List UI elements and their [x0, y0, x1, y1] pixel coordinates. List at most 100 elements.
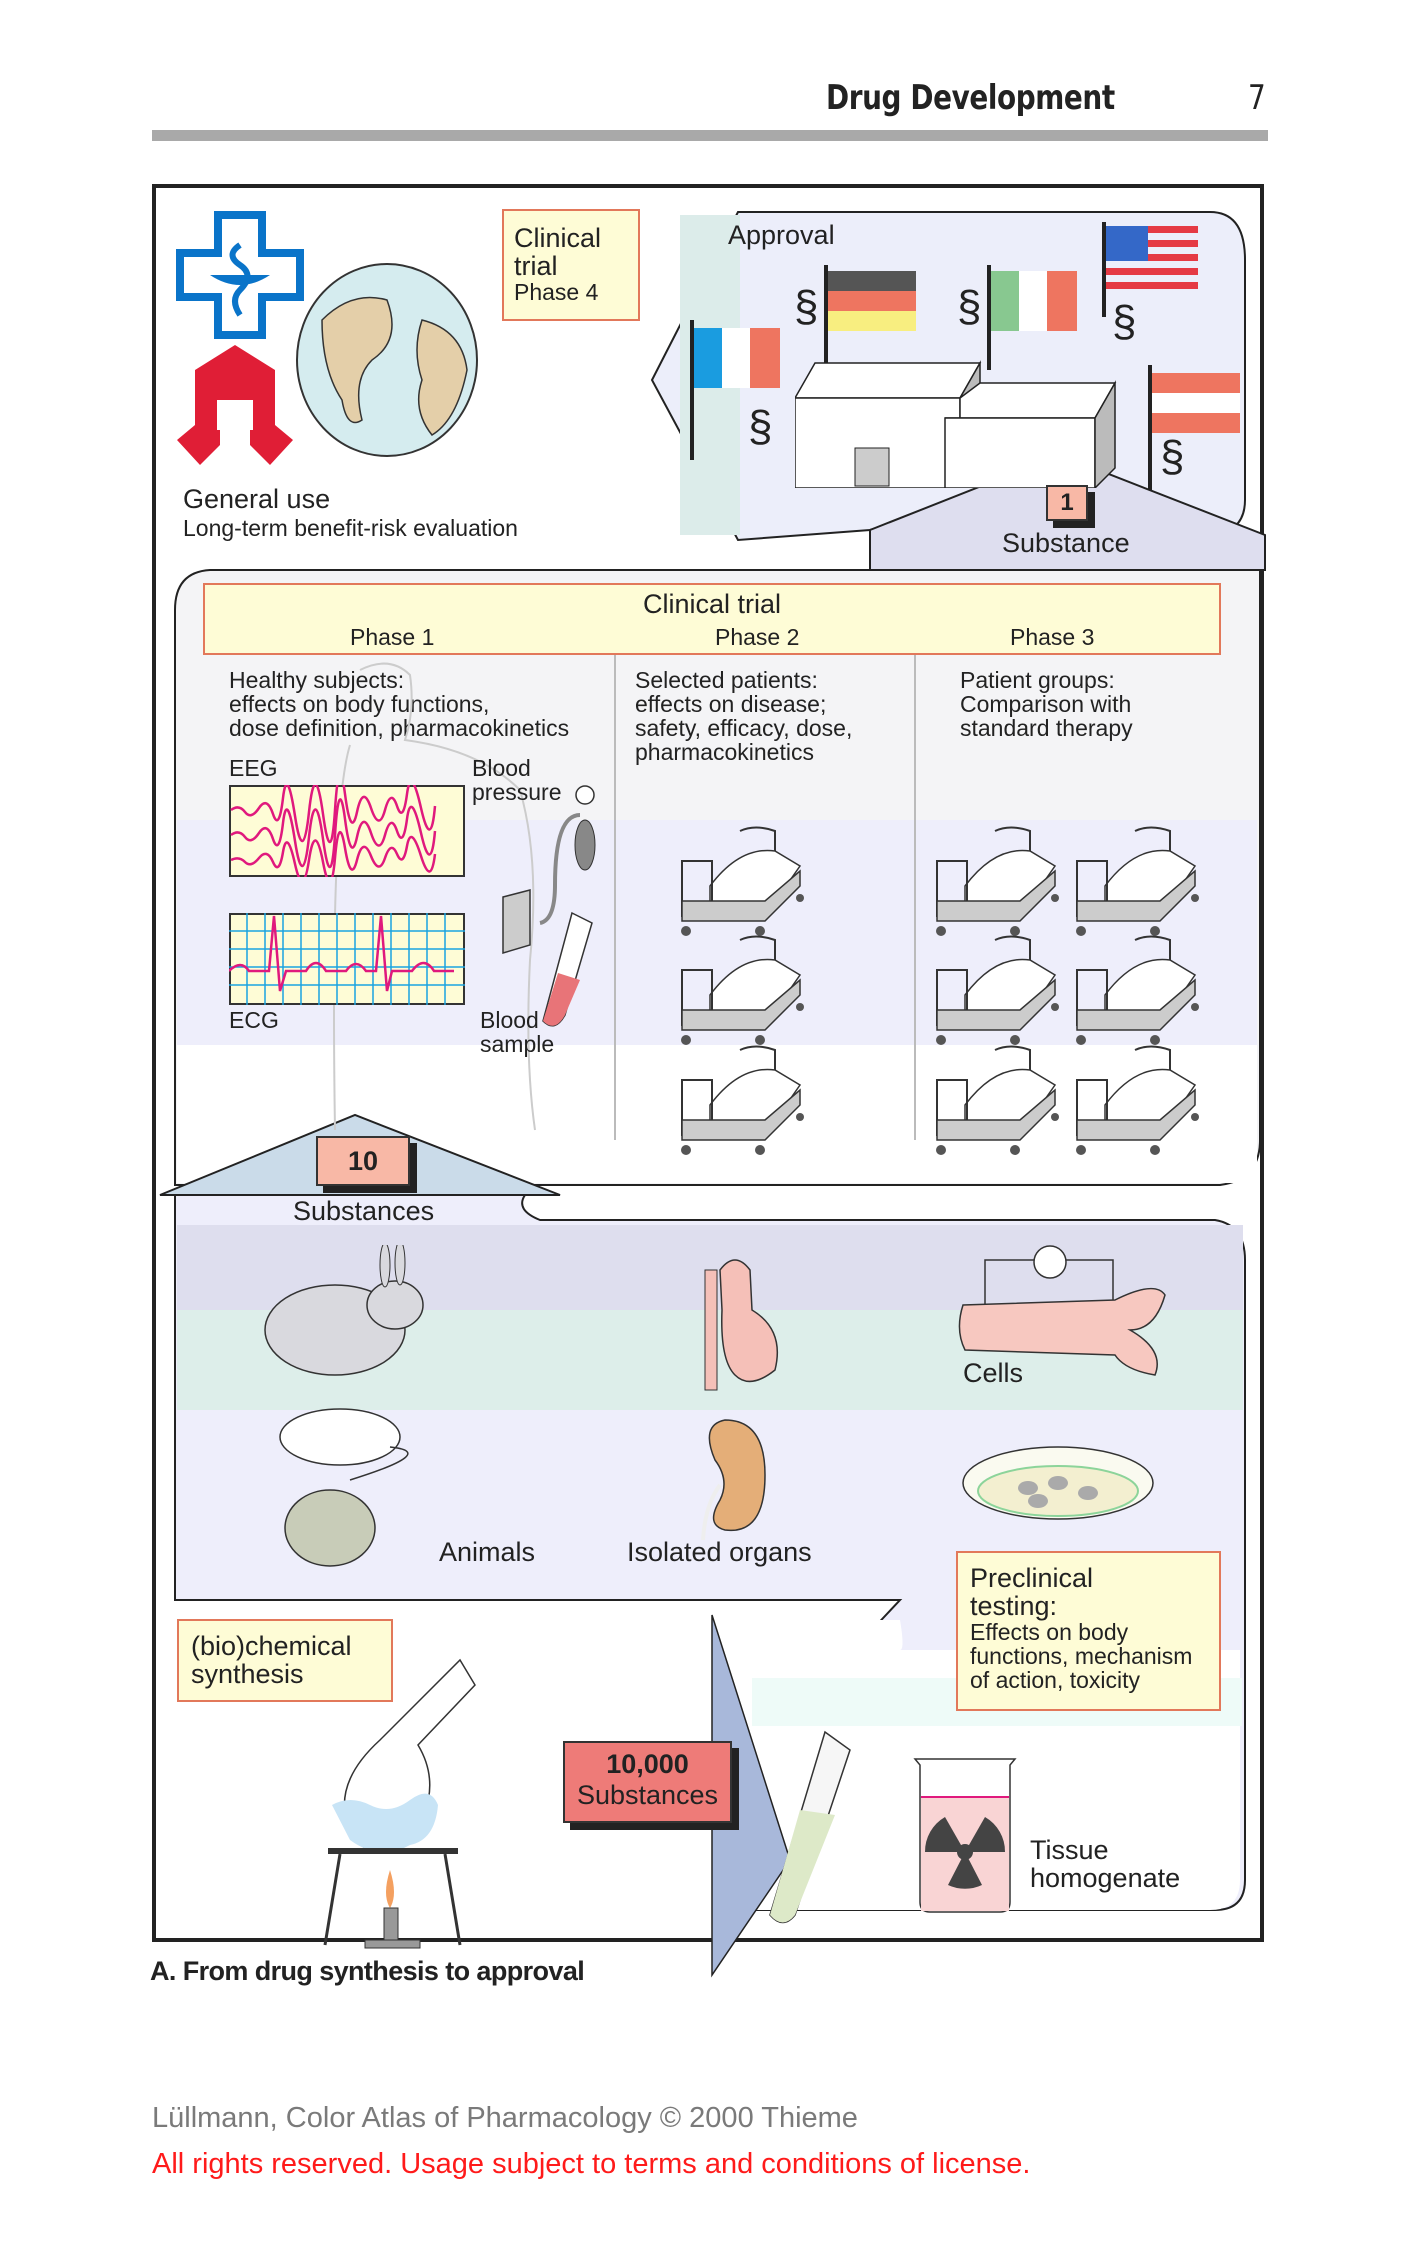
- phase3-text-line: Patient groups:: [960, 667, 1115, 693]
- section-symbol-germany: §: [794, 282, 819, 331]
- france-flag-icon: [690, 320, 780, 460]
- one-substance-count: 1: [1046, 485, 1088, 521]
- phase3-text-line: Comparison with: [960, 691, 1132, 718]
- hospital-bed-icon: [935, 1045, 1065, 1165]
- ten-thousand-label: Substances: [576, 1780, 719, 1810]
- isolated-heart-icon: [704, 1259, 779, 1391]
- regulatory-building-icon: [795, 360, 1117, 488]
- preclinical-note-line: of action, toxicity: [970, 1667, 1141, 1694]
- page-title: Drug Development: [826, 78, 1115, 118]
- hospital-bed-icon: [680, 1045, 810, 1165]
- ecg-label: ECG: [229, 1007, 279, 1033]
- hospital-bed-icon: [680, 826, 810, 946]
- phase1-text-line: Healthy subjects:: [229, 667, 405, 693]
- copyright-footer: Lüllmann, Color Atlas of Pharmacology © …: [152, 2102, 858, 2134]
- clinical-trial-header: Clinical trial Phase 1 Phase 2 Phase 3: [203, 583, 1221, 655]
- phase2-text-line: pharmacokinetics: [635, 739, 814, 766]
- italy-flag-icon: [987, 265, 1077, 370]
- ten-substances-count: 10: [316, 1136, 410, 1186]
- synthesis-note-line: synthesis: [191, 1658, 304, 1689]
- blood-pressure-line: Blood: [472, 755, 531, 781]
- license-footer: All rights reserved. Usage subject to te…: [152, 2148, 1031, 2180]
- test-tube-icon: [769, 1730, 851, 1924]
- hospital-bed-icon: [935, 826, 1065, 946]
- preclinical-testing-note: Preclinical testing: Effects on body fun…: [956, 1551, 1221, 1711]
- section-symbol-austria: §: [1160, 432, 1185, 481]
- tissue-homogenate-line: homogenate: [1030, 1862, 1181, 1893]
- approval-label: Approval: [728, 220, 835, 250]
- rabbit-icon: [264, 1245, 424, 1376]
- phase2-text-line: safety, efficacy, dose,: [635, 715, 853, 742]
- frog-icon: [284, 1489, 376, 1567]
- phase1-label: Phase 1: [350, 624, 435, 650]
- phase4-note: Clinical trial Phase 4: [502, 209, 640, 321]
- globe-icon: [296, 263, 478, 457]
- blood-sample-tube-icon: [542, 911, 593, 1027]
- figure-caption: A. From drug synthesis to approval: [150, 1956, 585, 1986]
- phase1-text-line: dose definition, pharmacokinetics: [229, 715, 570, 742]
- ecg-chart-icon: [229, 913, 465, 1005]
- hospital-bed-icon: [935, 935, 1065, 1055]
- hospital-bed-icon: [1075, 826, 1205, 946]
- pharmacy-cross-icon: [176, 211, 304, 339]
- phase2-text-line: effects on disease;: [635, 691, 827, 718]
- synthesis-note-line: (bio)chemical: [191, 1631, 352, 1661]
- one-substance-label: Substance: [1002, 528, 1130, 558]
- germany-flag-icon: [824, 265, 916, 370]
- ten-thousand-count: 10,000: [606, 1749, 689, 1779]
- section-symbol-france: §: [748, 402, 773, 451]
- petri-dish-icon: [962, 1446, 1154, 1520]
- usa-flag-icon: [1102, 222, 1198, 317]
- header-rule: [152, 130, 1268, 141]
- austria-flag-icon: [1148, 365, 1240, 490]
- phase1-text-line: effects on body functions,: [229, 691, 490, 718]
- flask-burner-icon: [323, 1658, 476, 1949]
- blood-pressure-label: Blood pressure: [472, 756, 561, 804]
- ten-substances-label: Substances: [293, 1196, 435, 1226]
- animals-label: Animals: [439, 1537, 536, 1567]
- cells-label: Cells: [963, 1358, 1024, 1388]
- hospital-bed-icon: [1075, 935, 1205, 1055]
- tissue-homogenate-label: Tissue homogenate: [1030, 1835, 1181, 1893]
- isolated-kidney-icon: [701, 1419, 766, 1540]
- radioactive-beaker-icon: [913, 1758, 1017, 1913]
- isolated-organs-label: Isolated organs: [627, 1537, 812, 1567]
- hospital-bed-icon: [680, 935, 810, 1055]
- phase4-note-line3: Phase 4: [514, 279, 599, 306]
- figure-frame: [152, 184, 1264, 1942]
- eeg-label: EEG: [229, 755, 278, 781]
- phase3-text-line: standard therapy: [960, 715, 1133, 742]
- tissue-homogenate-line: Tissue: [1030, 1835, 1109, 1865]
- phase3-description: Patient groups: Comparison with standard…: [960, 667, 1133, 742]
- clinical-trial-title: Clinical trial: [642, 589, 782, 619]
- preclinical-note-line: Effects on body: [970, 1619, 1129, 1646]
- blood-sample-line: sample: [480, 1031, 555, 1058]
- phase1-description: Healthy subjects: effects on body functi…: [229, 667, 570, 742]
- radiation-symbol-icon: [924, 1817, 1006, 1889]
- blood-sample-line: Blood: [480, 1007, 539, 1033]
- general-use-title: General use: [183, 484, 331, 514]
- general-use-subtitle: Long-term benefit-risk evaluation: [183, 515, 518, 541]
- blood-sample-label: Blood sample: [480, 1008, 554, 1056]
- phase2-label: Phase 2: [715, 624, 800, 650]
- phase2-text-line: Selected patients:: [635, 667, 818, 693]
- phase4-note-line2: trial: [514, 250, 558, 281]
- preclinical-note-title: testing:: [970, 1590, 1058, 1621]
- preclinical-note-title: Preclinical: [970, 1563, 1094, 1593]
- blood-pressure-cuff-icon: [502, 785, 596, 1027]
- section-symbol-italy: §: [957, 282, 982, 331]
- tissue-electrode-icon: [958, 1245, 1166, 1376]
- page-number: 7: [1248, 78, 1266, 118]
- section-symbol-usa: §: [1112, 297, 1137, 346]
- hospital-bed-icon: [1075, 1045, 1205, 1165]
- apotheke-a-icon: [177, 345, 293, 465]
- phase2-description: Selected patients: effects on disease; s…: [635, 668, 852, 765]
- blood-pressure-line: pressure: [472, 779, 562, 806]
- preclinical-note-line: functions, mechanism: [970, 1643, 1193, 1670]
- synthesis-note: (bio)chemical synthesis: [177, 1619, 393, 1702]
- eeg-chart-icon: [229, 785, 465, 877]
- phase4-note-line1: Clinical: [514, 223, 602, 253]
- phase3-label: Phase 3: [1010, 624, 1095, 650]
- rat-icon: [279, 1408, 409, 1481]
- ten-thousand-substances-box: 10,000 Substances: [563, 1741, 732, 1823]
